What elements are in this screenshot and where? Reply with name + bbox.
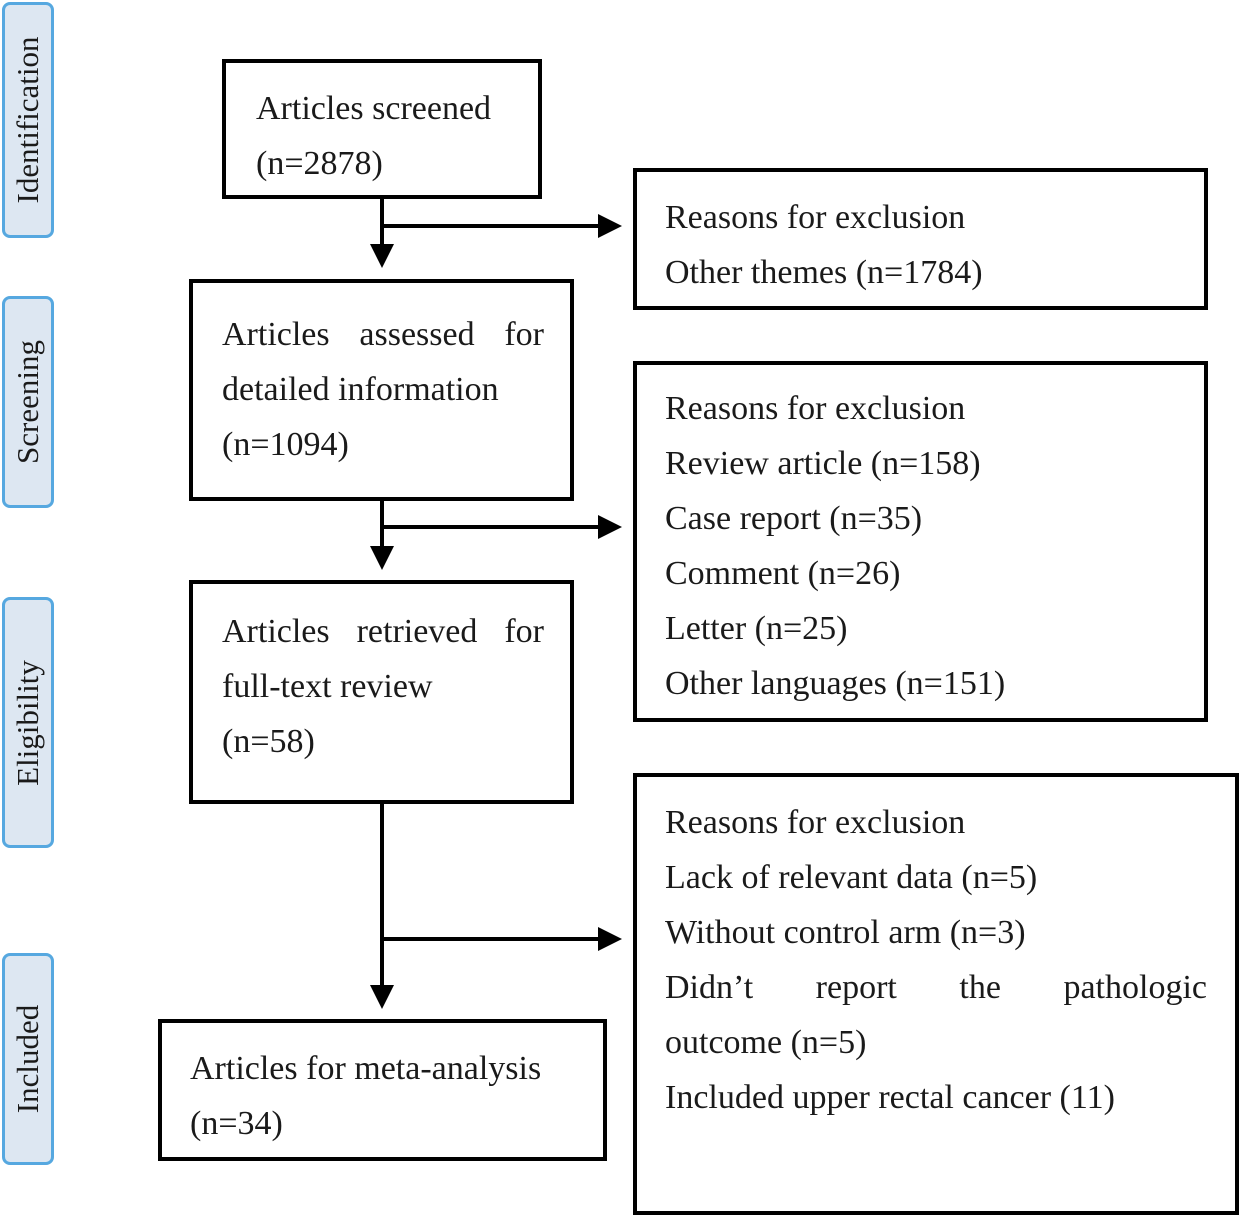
articles-assessed-sublabel: detailed information xyxy=(222,371,499,408)
phase-eligibility: Eligibility xyxy=(2,597,54,848)
exclusion-3-item: Included upper rectal cancer (11) xyxy=(665,1079,1115,1116)
phase-identification: Identification xyxy=(2,2,54,238)
exclusion-3-item: outcome (n=5) xyxy=(665,1024,867,1061)
exclusion-box-3: Reasons for exclusion Lack of relevant d… xyxy=(633,773,1239,1215)
articles-retrieved-sublabel: full-text review xyxy=(222,668,433,705)
exclusion-2-item: Review article (n=158) xyxy=(665,445,981,482)
exclusion-2-item: Comment (n=26) xyxy=(665,555,901,592)
exclusion-3-item: Without control arm (n=3) xyxy=(665,914,1026,951)
articles-meta-analysis-label: Articles for meta-analysis xyxy=(190,1050,542,1087)
exclusion-box-1: Reasons for exclusion Other themes (n=17… xyxy=(633,168,1208,310)
exclusion-2-item: Other languages (n=151) xyxy=(665,665,1006,702)
exclusion-3-item: Lack of relevant data (n=5) xyxy=(665,859,1038,896)
articles-screened-label: Articles screened xyxy=(256,90,492,127)
articles-screened-count: (n=2878) xyxy=(256,145,383,182)
articles-meta-analysis-box: Articles for meta-analysis (n=34) xyxy=(158,1019,607,1161)
articles-retrieved-label: Articles retrieved for xyxy=(222,613,544,650)
articles-assessed-box: Articles assessed for detailed informati… xyxy=(189,279,574,501)
exclusion-3-item: Didn’t report the pathologic xyxy=(665,969,1207,1006)
exclusion-1-item: Other themes (n=1784) xyxy=(665,254,983,291)
phase-included: Included xyxy=(2,953,54,1165)
exclusion-2-item: Letter (n=25) xyxy=(665,610,848,647)
phase-screening: Screening xyxy=(2,296,54,508)
articles-screened-box: Articles screened (n=2878) xyxy=(222,59,542,199)
exclusion-2-item: Case report (n=35) xyxy=(665,500,923,537)
exclusion-3-title: Reasons for exclusion xyxy=(665,804,966,841)
articles-assessed-count: (n=1094) xyxy=(222,426,349,463)
articles-retrieved-count: (n=58) xyxy=(222,723,315,760)
articles-meta-analysis-count: (n=34) xyxy=(190,1105,283,1142)
articles-assessed-label: Articles assessed for xyxy=(222,316,544,353)
articles-retrieved-box: Articles retrieved for full-text review … xyxy=(189,580,574,804)
exclusion-2-title: Reasons for exclusion xyxy=(665,390,966,427)
exclusion-1-title: Reasons for exclusion xyxy=(665,199,966,236)
exclusion-box-2: Reasons for exclusion Review article (n=… xyxy=(633,361,1208,722)
